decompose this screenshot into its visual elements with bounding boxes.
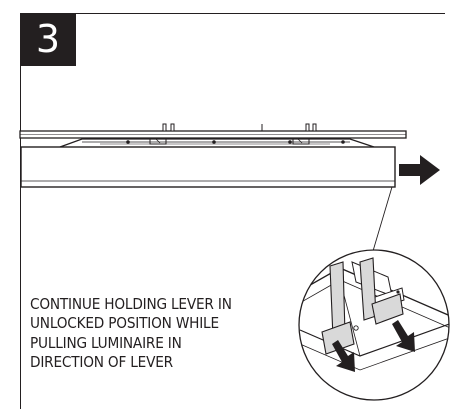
instruction-text: CONTINUE HOLDING LEVER IN UNLOCKED POSIT… bbox=[30, 295, 310, 373]
arrow-down-icon bbox=[332, 320, 415, 372]
step-frame-left-border bbox=[20, 66, 21, 409]
instruction-line-3: PULLING LUMINAIRE IN bbox=[30, 333, 182, 352]
instruction-line-4: DIRECTION OF LEVER bbox=[30, 353, 173, 372]
arrow-right-icon bbox=[399, 155, 440, 185]
ceiling-mounting-plate bbox=[19, 130, 407, 139]
step-frame-top-border bbox=[76, 13, 445, 14]
luminaire-body bbox=[20, 146, 396, 188]
detail-leader-line bbox=[372, 186, 393, 252]
step-number-badge: 3 bbox=[20, 13, 76, 66]
mounting-studs bbox=[162, 123, 317, 132]
mounting-bracket bbox=[59, 137, 375, 148]
instruction-line-2: UNLOCKED POSITION WHILE bbox=[30, 314, 219, 333]
lever-detail-callout bbox=[298, 249, 450, 401]
instruction-line-1: CONTINUE HOLDING LEVER IN bbox=[30, 295, 232, 313]
